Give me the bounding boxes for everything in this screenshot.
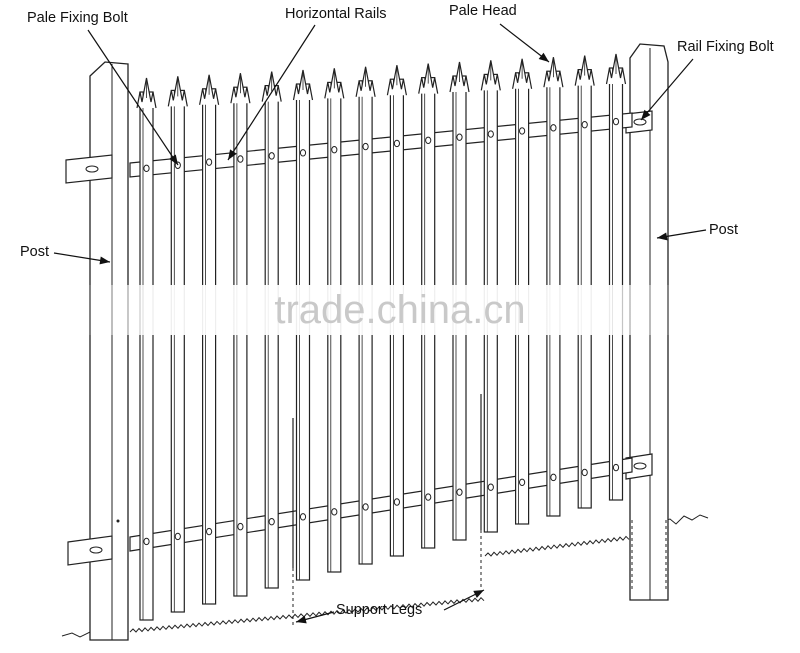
pale-fixing-bolt xyxy=(425,136,432,144)
pale xyxy=(199,74,220,605)
arrow-head xyxy=(296,615,307,624)
pale xyxy=(136,77,157,621)
pale xyxy=(574,55,595,509)
post-left-mark xyxy=(116,519,120,523)
pale-fixing-bolt xyxy=(612,463,620,472)
pale-fixing-bolt xyxy=(299,149,307,157)
rail-fixing-bolt-slot xyxy=(633,118,647,126)
pale-fixing-bolt xyxy=(143,164,150,173)
pale-fixing-bolt xyxy=(456,133,463,141)
grass-line-right xyxy=(484,535,630,557)
watermark-text: trade.china.cn xyxy=(274,288,526,332)
arrow-shaft xyxy=(87,29,179,166)
pale-fixing-bolt xyxy=(519,478,526,486)
arrow-support-leg-left xyxy=(295,611,335,624)
grass-line-left xyxy=(129,596,485,633)
bolt-slot-left-bottom xyxy=(89,546,103,554)
pale-body xyxy=(608,67,624,501)
arrow-post-left xyxy=(53,252,111,265)
pale-body xyxy=(233,86,248,597)
bolt-slot-left-top xyxy=(85,165,99,173)
pale-fixing-bolt xyxy=(581,121,588,129)
arrow-rail-fixing-bolt xyxy=(640,58,694,121)
label-horizontal-rails: Horizontal Rails xyxy=(285,6,387,22)
arrow-head xyxy=(99,256,110,265)
label-pale-fixing-bolt: Pale Fixing Bolt xyxy=(27,10,128,26)
pale-fixing-bolt xyxy=(174,532,181,541)
label-post-right: Post xyxy=(709,222,739,238)
pale-fixing-bolt xyxy=(519,127,526,135)
pale-fixing-bolt xyxy=(393,139,400,148)
arrow-support-leg-right xyxy=(443,589,485,611)
rail-bracket-left-top xyxy=(65,154,113,184)
arrow-post-right xyxy=(656,229,707,241)
pale-fixing-bolt xyxy=(331,145,338,154)
arrow-head xyxy=(169,154,178,165)
arrow-shaft xyxy=(499,23,550,63)
pale-fixing-bolt xyxy=(425,493,432,501)
label-support-legs: Support Legs xyxy=(336,602,423,618)
pale-body xyxy=(202,88,217,605)
pale-fixing-bolt xyxy=(581,468,588,477)
arrow-head xyxy=(473,590,484,599)
pale-fixing-bolt xyxy=(393,498,400,506)
arrow-horizontal-rails xyxy=(227,24,316,161)
label-post-left: Post xyxy=(20,244,50,260)
pale-fixing-bolt xyxy=(206,527,213,536)
grass-line-far xyxy=(659,514,709,525)
pale xyxy=(261,71,282,589)
label-pale-head: Pale Head xyxy=(449,3,517,19)
arrow-pale-fixing-bolt xyxy=(87,29,179,166)
pale xyxy=(230,73,251,597)
arrow-pale-head xyxy=(499,23,550,63)
arrow-head xyxy=(641,109,651,120)
label-arrows xyxy=(53,23,707,624)
pale-fixing-bolt xyxy=(487,130,494,138)
pale-fixing-bolt xyxy=(487,483,494,491)
pale-fixing-bolt xyxy=(206,158,213,166)
arrow-head xyxy=(657,232,668,241)
arrow-head xyxy=(538,52,549,62)
pale xyxy=(605,53,627,501)
arrow-shaft xyxy=(640,58,694,121)
pale-fixing-bolt xyxy=(237,155,244,163)
pale-fixing-bolt xyxy=(612,117,620,126)
label-rail-fixing-bolt: Rail Fixing Bolt xyxy=(677,39,774,55)
rail-fixing-bolt-slot-bottom xyxy=(633,462,647,470)
pale-fixing-bolt xyxy=(237,522,244,531)
support-legs xyxy=(292,394,482,628)
arrow-shaft xyxy=(227,24,316,161)
pale xyxy=(167,76,188,613)
pale-fixing-bolt xyxy=(550,473,557,482)
pale-fixing-bolt xyxy=(456,488,463,496)
pale-fixing-bolt xyxy=(299,513,307,521)
pale-fixing-bolt xyxy=(268,152,275,160)
pale-fixing-bolt xyxy=(331,508,338,516)
watermark-band xyxy=(80,285,680,335)
pale-fixing-bolt xyxy=(362,142,369,151)
pale-fixing-bolt xyxy=(143,537,150,546)
arrow-head xyxy=(228,149,237,160)
pale-fixing-bolt xyxy=(362,503,369,511)
pale-body xyxy=(264,84,279,589)
pale-fixing-bolt xyxy=(550,124,557,132)
pale-fixing-bolt xyxy=(268,518,275,526)
